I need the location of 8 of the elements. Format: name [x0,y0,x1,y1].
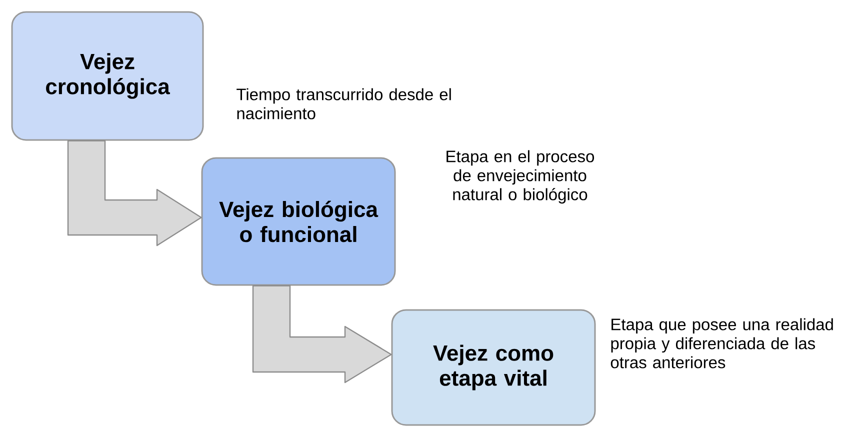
block-arrow [67,140,202,246]
block-arrow [252,285,392,384]
description-text: Etapa en el proceso de envejecimiento natural o biológico [446,150,594,204]
stage-box: Vejez como etapa vital [391,309,596,426]
stage-box: Vejez biológica o funcional [201,157,396,286]
description-text: Etapa que posee una realidad propia y diferenciada de las otras anteriores [610,318,833,368]
description-text: Tiempo transcurrido desde el nacimiento [236,88,451,120]
stage-box: Vejez cronológica [11,11,204,141]
